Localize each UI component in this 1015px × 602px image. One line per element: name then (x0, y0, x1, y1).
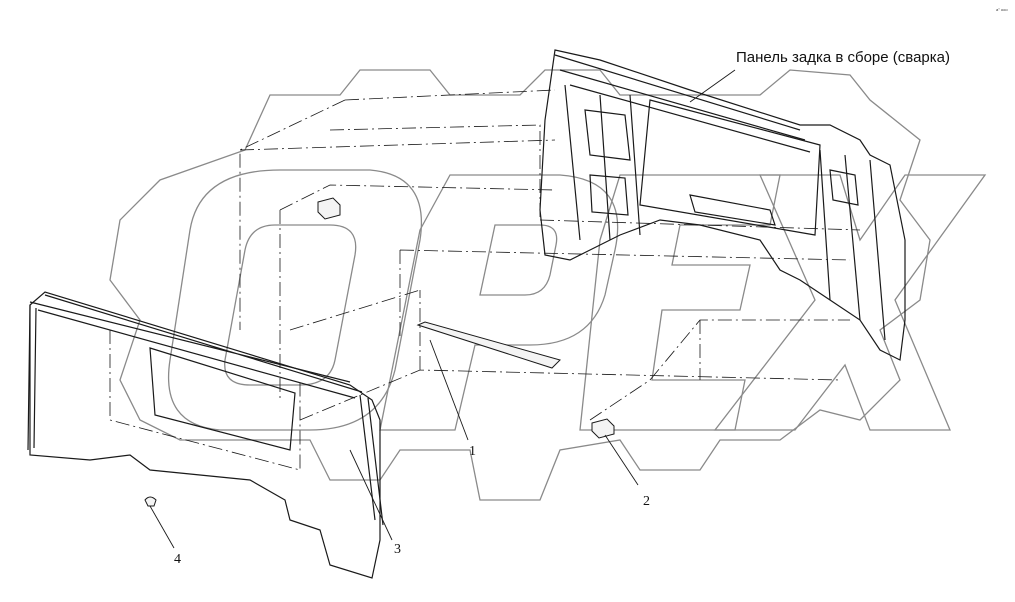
rear-panel-stamped-logo (689, 194, 776, 226)
rear-panel-inner-details (584, 109, 859, 216)
leader-part-1 (429, 339, 469, 441)
watermark-letter-e (579, 174, 781, 431)
assembly-label: Панель задка в сборе (сварка) (736, 49, 950, 66)
leader-part-4 (149, 505, 175, 549)
callout-part-4: 4 (174, 552, 181, 567)
construction-line-upper-frame (239, 89, 556, 330)
watermark-gear-outline (109, 69, 931, 501)
corner-mark: a° ooo (996, 7, 1008, 12)
callout-part-2: 2 (643, 494, 650, 509)
rear-panel-right-pillar (819, 149, 886, 341)
rear-panel-outline (539, 49, 906, 361)
construction-line-lower-frame (289, 289, 850, 421)
watermark-letter-x (713, 174, 987, 431)
rear-panel-left-pillar (564, 84, 641, 241)
watermark-letter-p (379, 174, 619, 431)
part-2-pads (317, 197, 615, 439)
rear-panel-assembly (539, 49, 906, 361)
callout-part-3: 3 (394, 542, 401, 557)
construction-line-mid-frame (279, 184, 851, 400)
leader-assembly (689, 69, 736, 103)
leader-part-3 (349, 449, 393, 541)
part-2-pad-lower (591, 418, 615, 439)
trim-panel-left-edge (27, 304, 37, 451)
part-2-pad-upper (317, 197, 341, 220)
trim-panel-outline (29, 291, 381, 579)
trim-panel-window-recess (149, 347, 296, 451)
watermark-letter-o (168, 169, 422, 431)
construction-line-right (539, 219, 861, 421)
trim-panel-top-seal (29, 294, 363, 399)
construction-lines (109, 89, 861, 471)
leader-lines (149, 69, 736, 549)
trim-panel (27, 291, 384, 579)
part-4-clip (144, 496, 157, 507)
construction-line-panel-box (109, 330, 301, 471)
rear-panel-top-rail (554, 54, 811, 153)
rear-panel-window-opening (639, 99, 821, 236)
callout-part-1: 1 (469, 444, 476, 459)
watermark-logo (109, 69, 987, 501)
part-1-strip (416, 321, 561, 369)
leader-part-2 (604, 434, 639, 486)
